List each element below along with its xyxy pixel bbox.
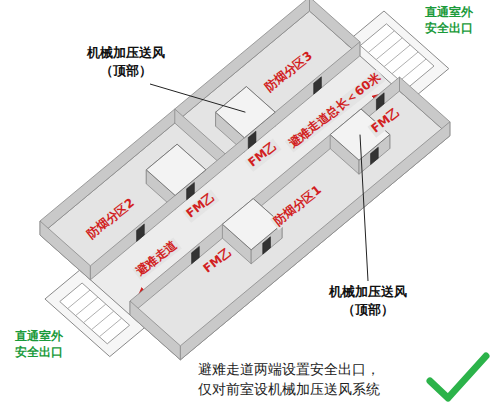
door xyxy=(187,182,195,199)
wall xyxy=(130,301,180,360)
door xyxy=(376,93,384,110)
leader-line xyxy=(150,84,245,112)
wall xyxy=(180,122,450,360)
exit-stair-outline xyxy=(60,283,130,344)
exit-label: 直通室外 安全出口 xyxy=(418,4,480,36)
anteroom-roof xyxy=(146,144,206,195)
callout-text: 机械加压送风 （顶部） xyxy=(322,283,414,318)
door xyxy=(137,224,145,241)
wall xyxy=(310,0,360,56)
stair-tread xyxy=(384,45,410,67)
leader-line xyxy=(360,135,368,281)
wall xyxy=(40,221,90,280)
stair-tread xyxy=(376,38,402,60)
door xyxy=(263,237,271,254)
door xyxy=(248,131,256,148)
anteroom-roof xyxy=(216,87,276,138)
door xyxy=(371,147,379,164)
caption: 避难走道两端设置安全出口， 仅对前室设机械加压送风系统 xyxy=(198,360,460,399)
wall xyxy=(400,77,450,136)
stair-tread xyxy=(392,52,418,74)
stair-tread xyxy=(368,31,394,53)
exit-label: 直通室外 安全出口 xyxy=(8,328,70,360)
door xyxy=(192,246,200,263)
stair-tread xyxy=(99,318,121,337)
check-mark xyxy=(430,356,486,398)
refuge-corridor-floor xyxy=(90,56,399,315)
exit-platform xyxy=(45,270,144,356)
stair-tread xyxy=(400,59,426,81)
door xyxy=(314,77,322,94)
callout-text: 机械加压送风 （顶部） xyxy=(80,44,172,79)
